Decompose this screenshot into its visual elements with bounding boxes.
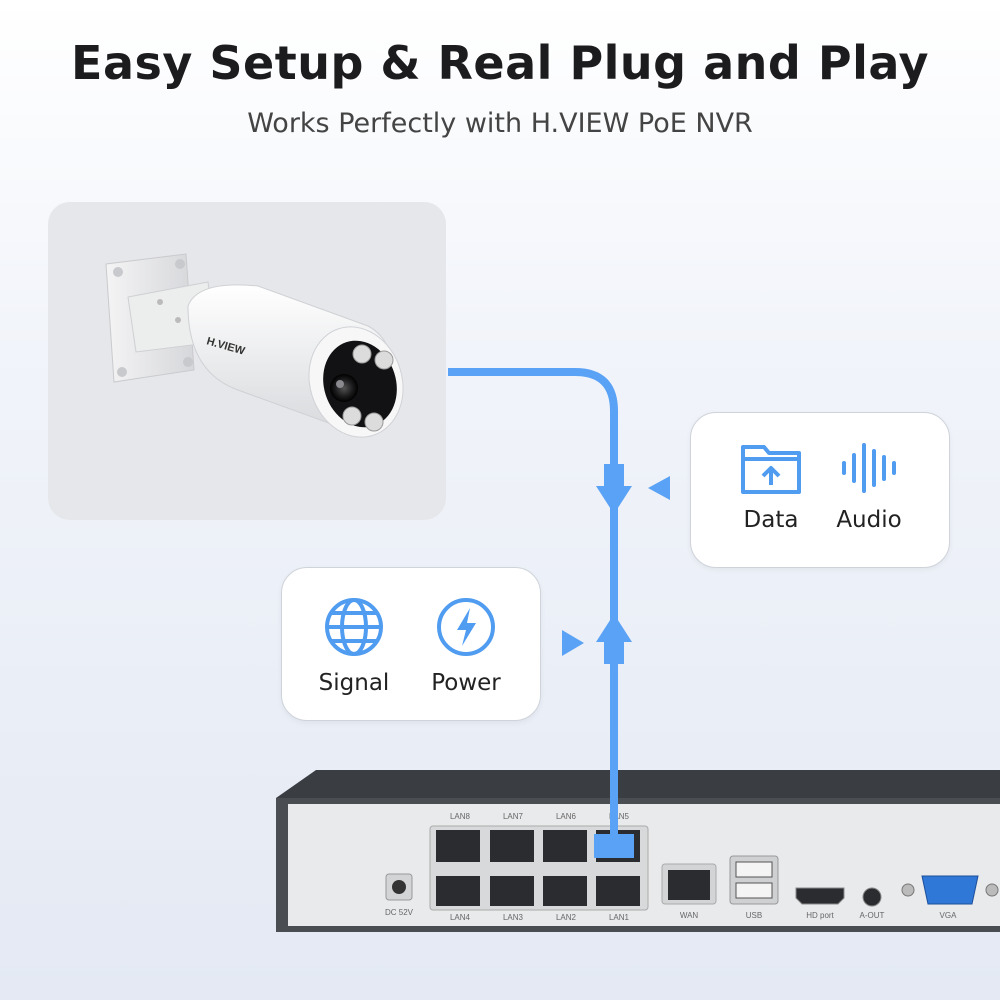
lan3-label: LAN3 (503, 913, 524, 922)
data-audio-card: Data Audio (690, 412, 950, 568)
dc-jack (385, 873, 413, 901)
down-arrow-shaft (604, 464, 624, 486)
lan-block (429, 825, 649, 911)
feature-audio: Audio (809, 441, 929, 533)
wan-frame (661, 863, 717, 905)
feature-data-label: Data (743, 507, 799, 533)
feature-signal: Signal (294, 596, 414, 696)
wan-label: WAN (680, 911, 699, 920)
lan2-label: LAN2 (556, 913, 577, 922)
feature-signal-label: Signal (318, 670, 390, 696)
lan1-label: LAN1 (609, 913, 630, 922)
lan6-label: LAN6 (556, 812, 577, 821)
lan-port[interactable] (490, 830, 534, 862)
usb-frame (729, 855, 779, 905)
folder-upload-icon (741, 445, 801, 494)
lan-port[interactable] (596, 876, 640, 906)
audio-wave-icon (842, 443, 896, 493)
audio-out-jack[interactable] (862, 887, 882, 907)
vga-screw (901, 883, 915, 897)
nvr-top (276, 770, 1000, 798)
up-arrow-shaft (604, 642, 624, 664)
lan5-label: LAN5 (609, 812, 630, 821)
lan-port[interactable] (490, 876, 534, 906)
aout-label: A-OUT (860, 911, 885, 920)
lan-port[interactable] (436, 830, 480, 862)
hd-port-label: HD port (806, 911, 834, 920)
feature-data: Data (711, 441, 831, 533)
lan7-label: LAN7 (503, 812, 524, 821)
wan-port[interactable] (668, 870, 710, 900)
feature-audio-label: Audio (836, 507, 902, 533)
dc-jack-hole (392, 880, 406, 894)
cable-plug (594, 834, 634, 858)
usb-port[interactable] (735, 882, 773, 899)
lightning-icon (437, 598, 495, 656)
nvr-back-frame (276, 798, 1000, 932)
signal-power-card: Signal Power (281, 567, 541, 721)
globe-icon (325, 598, 383, 656)
up-arrow-icon (596, 614, 632, 642)
hdmi-port[interactable] (795, 887, 845, 905)
vga-screw (985, 883, 999, 897)
lan8-label: LAN8 (450, 812, 471, 821)
camera-photo: H.VIEW (48, 202, 446, 520)
lan4-label: LAN4 (450, 913, 471, 922)
left-pointer-icon (648, 476, 670, 500)
dc-label: DC 52V (385, 908, 414, 917)
feature-power-label: Power (431, 670, 501, 696)
lan-port[interactable] (436, 876, 480, 906)
lan-port[interactable] (543, 830, 587, 862)
right-pointer-icon (562, 630, 584, 656)
usb-port[interactable] (735, 861, 773, 878)
page-title: Easy Setup & Real Plug and Play (71, 36, 929, 90)
vga-label: VGA (940, 911, 958, 920)
down-arrow-icon (596, 486, 632, 514)
lan-ports (436, 830, 640, 906)
page-subtitle: Works Perfectly with H.VIEW PoE NVR (247, 108, 753, 139)
bullet-camera-illustration: H.VIEW (105, 253, 404, 438)
lan-port[interactable] (543, 876, 587, 906)
lan-port[interactable] (596, 830, 640, 862)
usb-label: USB (746, 911, 762, 920)
vga-port[interactable] (921, 875, 979, 905)
nvr-back-panel (288, 804, 1000, 926)
feature-power: Power (406, 596, 526, 696)
